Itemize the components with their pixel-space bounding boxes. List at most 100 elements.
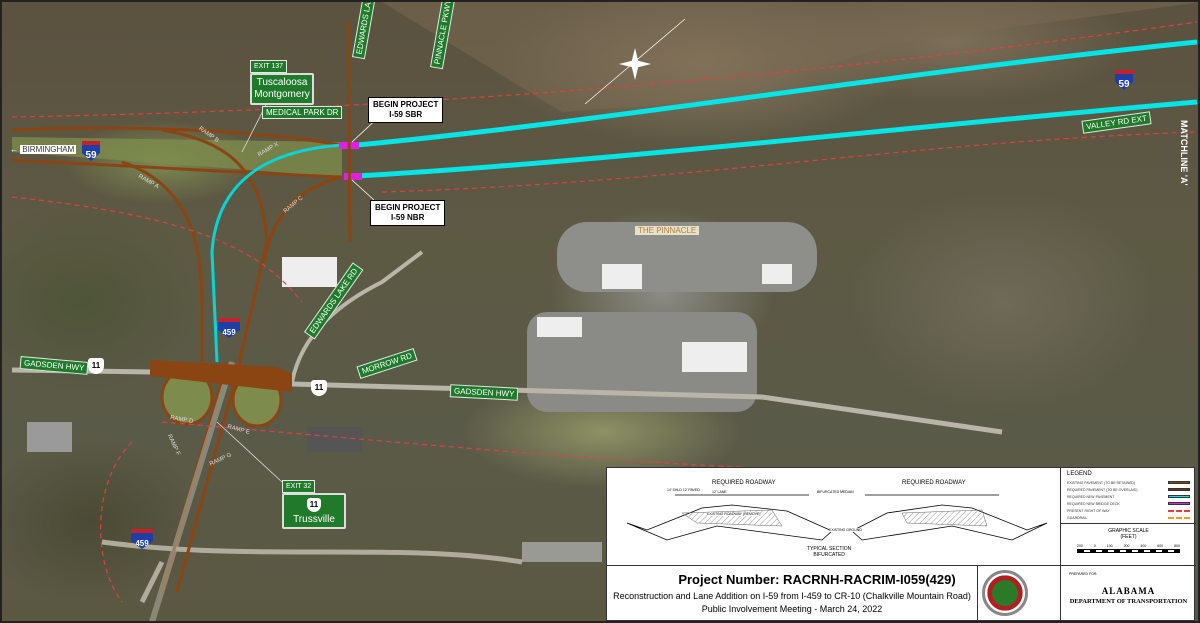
project-description: Reconstruction and Lane Addition on I-59… bbox=[613, 591, 971, 601]
existing-ground-label: EXISTING GROUND bbox=[829, 528, 862, 532]
legend-item: REQUIRED NEW PAVEMENT bbox=[1067, 493, 1190, 500]
matchline-label: MATCHLINE 'A' bbox=[1179, 120, 1189, 186]
scale-tick-label: 200 bbox=[1123, 544, 1130, 548]
legend-swatch bbox=[1168, 481, 1190, 484]
meeting-date: Public Involvement Meeting - March 24, 2… bbox=[701, 604, 883, 614]
building bbox=[307, 427, 362, 452]
scale-tick-label: 400 bbox=[1140, 544, 1147, 548]
legend-item: EXISTING PAVEMENT (TO BE RETAINED) bbox=[1067, 479, 1190, 486]
agency-dept: DEPARTMENT OF TRANSPORTATION bbox=[1069, 598, 1188, 605]
graphic-scale: GRAPHIC SCALE (FEET) 200 0 100 200 400 600 800 bbox=[1061, 524, 1196, 566]
legend-label: EXISTING PAVEMENT (TO BE RETAINED) bbox=[1067, 480, 1136, 485]
legend-label: REQUIRED NEW PAVEMENT bbox=[1067, 494, 1115, 499]
callout-line: I-59 NBR bbox=[391, 213, 425, 222]
north-arrow-icon bbox=[584, 18, 686, 105]
arrow-left-icon: ← bbox=[10, 145, 18, 154]
i459-pavement bbox=[149, 361, 235, 621]
caption-line: TYPICAL SECTION bbox=[807, 546, 852, 552]
nbr-bridge-deck bbox=[344, 173, 362, 180]
interstate-59-shield: 59 bbox=[82, 141, 100, 161]
exit-number: EXIT 32 bbox=[282, 480, 316, 493]
building bbox=[682, 342, 747, 372]
building bbox=[282, 257, 337, 287]
the-pinnacle-label: THE PINNACLE bbox=[635, 226, 700, 235]
legend-label: PRESENT RIGHT OF WAY bbox=[1067, 508, 1110, 513]
alabama-seal-icon bbox=[978, 566, 1061, 621]
legend-label: GUARDRAIL bbox=[1067, 515, 1088, 520]
scale-title: GRAPHIC SCALE bbox=[1108, 528, 1149, 534]
legend-item: REQUIRED PAVEMENT (TO BE OVERLAID) bbox=[1067, 486, 1190, 493]
runway-area bbox=[522, 542, 602, 562]
ramp-x bbox=[210, 143, 343, 363]
us-11-shield: 11 bbox=[311, 380, 327, 396]
project-number: Project Number: RACRNH-RACRIM-I059(429) bbox=[678, 572, 956, 587]
us-11-shield: 11 bbox=[88, 358, 104, 374]
i59-nbr-new-pavement bbox=[356, 99, 1198, 179]
us11-bridge-widening bbox=[150, 360, 292, 392]
legend-item: REQUIRED NEW BRIDGE DECK bbox=[1067, 500, 1190, 507]
gadsden-hwy-road bbox=[11, 367, 1003, 435]
ramp-c bbox=[262, 175, 343, 263]
callout-line: BEGIN PROJECT bbox=[373, 100, 439, 109]
building bbox=[537, 317, 582, 337]
ramp-b bbox=[161, 128, 269, 373]
legend-swatch bbox=[1168, 502, 1190, 505]
scale-tick-label: 100 bbox=[1106, 544, 1113, 548]
title-block: Project Number: RACRNH-RACRIM-I059(429) … bbox=[607, 566, 978, 621]
shoulder-label: 14' SHLD 12' PAVED bbox=[667, 488, 700, 492]
birmingham-label: BIRMINGHAM bbox=[20, 145, 77, 154]
info-panel: REQUIRED ROADWAY REQUIRED ROADWAY BIFURC… bbox=[606, 467, 1196, 621]
medical-park-dr-label: MEDICAL PARK DR bbox=[262, 106, 343, 119]
agency-name: ALABAMA bbox=[1101, 586, 1156, 596]
scale-tick-label: 0 bbox=[1093, 544, 1096, 548]
legend-swatch bbox=[1168, 516, 1190, 519]
exit-number: EXIT 137 bbox=[250, 60, 288, 73]
legend-item: GUARDRAIL bbox=[1067, 514, 1190, 521]
scale-tick-label: 200 bbox=[1077, 544, 1083, 548]
destination-1: Tuscaloosa bbox=[256, 77, 308, 88]
ridge-area bbox=[382, 2, 1198, 112]
agency-block: PREPARED FOR: ALABAMA DEPARTMENT OF TRAN… bbox=[1061, 566, 1196, 621]
median-label: BIFURCATED MEDIAN bbox=[817, 490, 854, 494]
legend-label: REQUIRED PAVEMENT (TO BE OVERLAID) bbox=[1067, 487, 1138, 492]
edwards-lake-rd-bridge bbox=[346, 21, 352, 243]
i59-sbr-existing bbox=[11, 126, 343, 147]
i59-sbr-new-pavement bbox=[356, 39, 1198, 148]
right-roadway-title: REQUIRED ROADWAY bbox=[902, 480, 966, 486]
prepared-for: PREPARED FOR: bbox=[1069, 572, 1098, 576]
interstate-459-shield: 459 bbox=[218, 318, 240, 338]
scale-bar bbox=[1077, 549, 1180, 553]
legend-swatch bbox=[1168, 488, 1190, 491]
interstate-59-shield: 59 bbox=[1115, 70, 1133, 90]
lane-label: 12' LANE bbox=[712, 490, 727, 494]
building bbox=[762, 264, 792, 284]
building bbox=[602, 264, 642, 289]
callout-line: BEGIN PROJECT bbox=[375, 203, 441, 212]
existing-roadway-label: EXISTING ROADWAY (REMOVE) bbox=[707, 512, 761, 516]
legend: LEGEND EXISTING PAVEMENT (TO BE RETAINED… bbox=[1061, 468, 1196, 524]
interstate-459-shield: 459 bbox=[131, 529, 153, 549]
birmingham-direction: ← BIRMINGHAM bbox=[10, 145, 77, 154]
us-route-shield: 11 bbox=[307, 498, 321, 512]
exit-137-sign: EXIT 137 Tuscaloosa Montgomery bbox=[250, 55, 314, 105]
destination: Trussville bbox=[293, 514, 335, 525]
leader-line bbox=[351, 179, 375, 201]
legend-label: REQUIRED NEW BRIDGE DECK bbox=[1067, 501, 1120, 506]
typical-section: REQUIRED ROADWAY REQUIRED ROADWAY BIFURC… bbox=[607, 468, 1061, 566]
ramp-a bbox=[121, 160, 204, 362]
legend-swatch bbox=[1168, 495, 1190, 498]
building bbox=[27, 422, 72, 452]
callout-line: I-59 SBR bbox=[389, 110, 423, 119]
grass bbox=[12, 137, 342, 177]
legend-swatch bbox=[1168, 509, 1190, 512]
legend-title: LEGEND bbox=[1067, 471, 1092, 477]
scale-tick-label: 800 bbox=[1174, 544, 1180, 548]
legend-item: PRESENT RIGHT OF WAY bbox=[1067, 507, 1190, 514]
scale-units: (FEET) bbox=[1120, 534, 1137, 540]
scale-tick-label: 600 bbox=[1157, 544, 1164, 548]
destination-2: Montgomery bbox=[254, 89, 310, 100]
